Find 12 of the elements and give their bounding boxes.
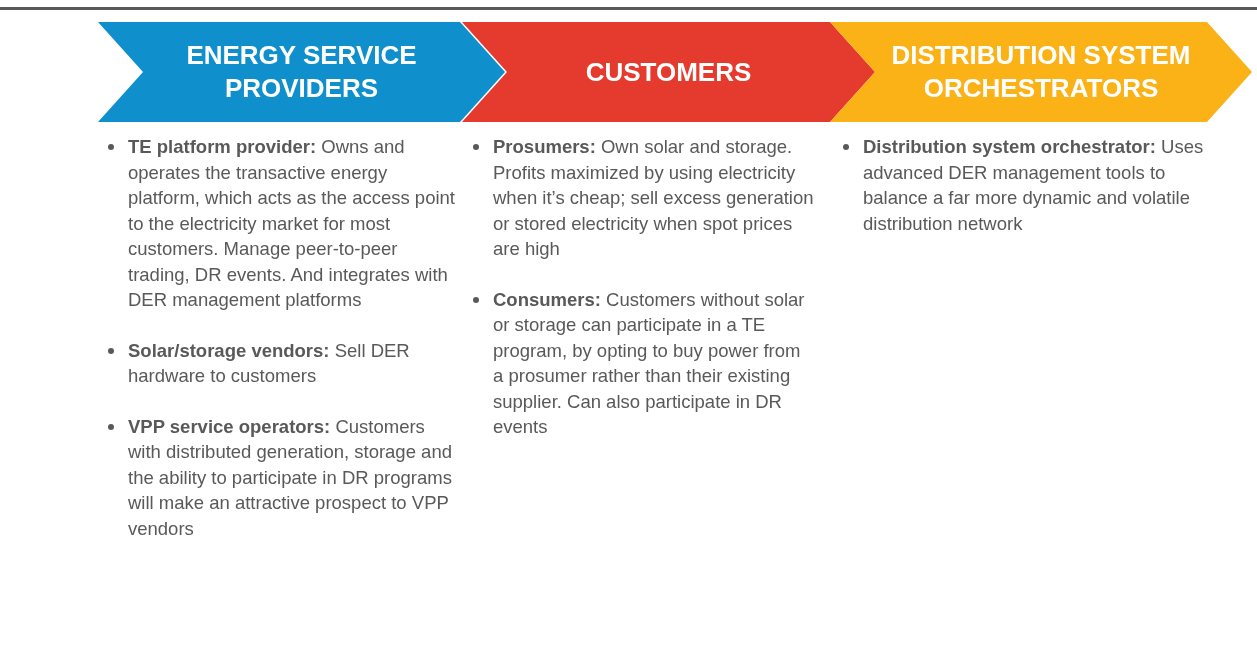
column-heading: DISTRIBUTION SYSTEM ORCHESTRATORS	[890, 39, 1192, 105]
bullet-text: Consumers: Customers without solar or storage can participate in a TE program, by opting to buy power from a prosumer rather than their existing supplier. Can also participate in DR events	[493, 287, 806, 439]
column-heading: CUSTOMERS	[585, 55, 752, 89]
bullet-text: Prosumers: Own solar and storage. Profits maximized by using electricity when it’s cheap; sell excess generation or stored electricity when spot prices are high	[493, 135, 815, 261]
bullet-text: Distribution system orchestrator: Uses advanced DER management tools to balance a far more dynamic and volatile distribution network	[863, 135, 1205, 236]
chevron-banner	[98, 22, 505, 122]
chevron-banner	[462, 22, 875, 122]
bullet-text: Solar/storage vendors: Sell DER hardware to customers	[128, 338, 411, 388]
column-heading: ENERGY SERVICE PROVIDERS	[185, 39, 418, 105]
chevron-banner	[830, 22, 1252, 122]
bullet-text: VPP service operators: Customers with distributed generation, storage and the ability to participate in DR programs will make an attractive prospect to VPP vendors	[128, 414, 453, 541]
bullet-text: TE platform provider: Owns and operates the transactive energy platform, which acts as the access point to the electricity market for most customers. Manage peer-to-peer trading, DR events. And integrates with DER management platforms	[128, 135, 456, 312]
